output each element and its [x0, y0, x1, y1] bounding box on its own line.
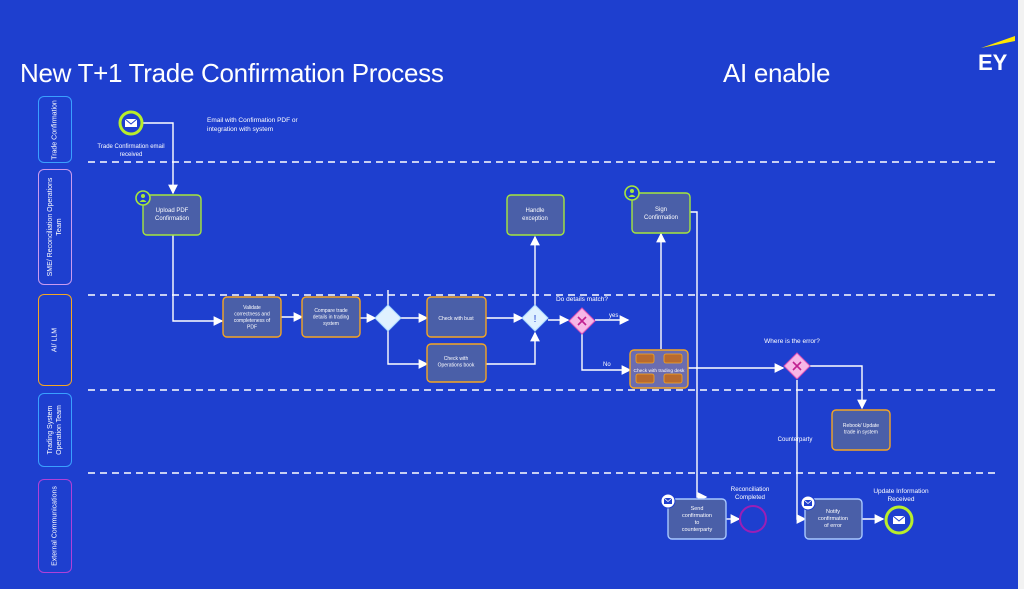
task-rebook	[831, 409, 891, 451]
lane-ai-llm: AI/ LLM	[38, 294, 72, 386]
end-email-event	[884, 505, 914, 535]
task-validate-pdf	[222, 296, 282, 338]
counterparty-label: Counterparty	[778, 437, 813, 443]
gateway-exception: !	[521, 304, 549, 332]
page-subtitle: AI enable	[723, 58, 831, 88]
send-email-icon	[800, 495, 816, 511]
lane-trading-system: Trading System Operation Team	[38, 393, 72, 467]
lane-trade-confirmation: Trade Confirmation	[38, 96, 72, 163]
flow-arrow	[172, 234, 224, 326]
subtask-icons	[635, 353, 683, 384]
user-task-icon	[624, 185, 640, 201]
task-upload-pdf	[142, 194, 202, 236]
flow-arrow	[387, 331, 429, 369]
flow-arrow	[581, 333, 632, 375]
lane-sme-reconciliation: SME/ Reconciliation Operations Team	[38, 169, 72, 285]
task-label: Check with bust	[438, 316, 474, 322]
flow-arrow	[486, 331, 540, 365]
ey-logo-icon	[981, 36, 1015, 48]
task-check-operations	[426, 343, 487, 383]
task-compare-trade	[301, 296, 361, 338]
task-notify-error	[804, 498, 863, 540]
no-label: No	[603, 362, 611, 368]
flow-arrow	[810, 365, 867, 410]
task-send-confirmation	[667, 498, 727, 540]
task-label: Check with trading desk	[634, 368, 686, 374]
task-sign-confirmation	[631, 192, 691, 234]
gateway-plain	[374, 304, 402, 332]
page-title: New T+1 Trade Confirmation Process	[20, 58, 444, 88]
lane-external-communications: External Communications	[38, 479, 72, 573]
right-margin	[1018, 0, 1024, 589]
task-handle-exception	[506, 194, 565, 236]
flow-arrow	[143, 122, 178, 195]
flow-arrow	[690, 211, 708, 502]
gateway-label: Do details match?	[556, 296, 608, 303]
flow-arrow	[796, 380, 807, 524]
task-check-bust	[426, 296, 487, 338]
user-task-icon	[135, 190, 151, 206]
ey-logo: EY	[978, 50, 1008, 75]
svg-text:!: !	[534, 314, 537, 325]
end-event-reconciliation	[739, 505, 767, 533]
gateway-details-match	[568, 307, 596, 335]
gateway-label: Where is the error?	[764, 338, 820, 345]
send-email-icon	[660, 493, 676, 509]
gateway-where-error	[783, 352, 811, 380]
start-email-event	[118, 110, 144, 136]
yes-label: yes	[609, 313, 618, 319]
